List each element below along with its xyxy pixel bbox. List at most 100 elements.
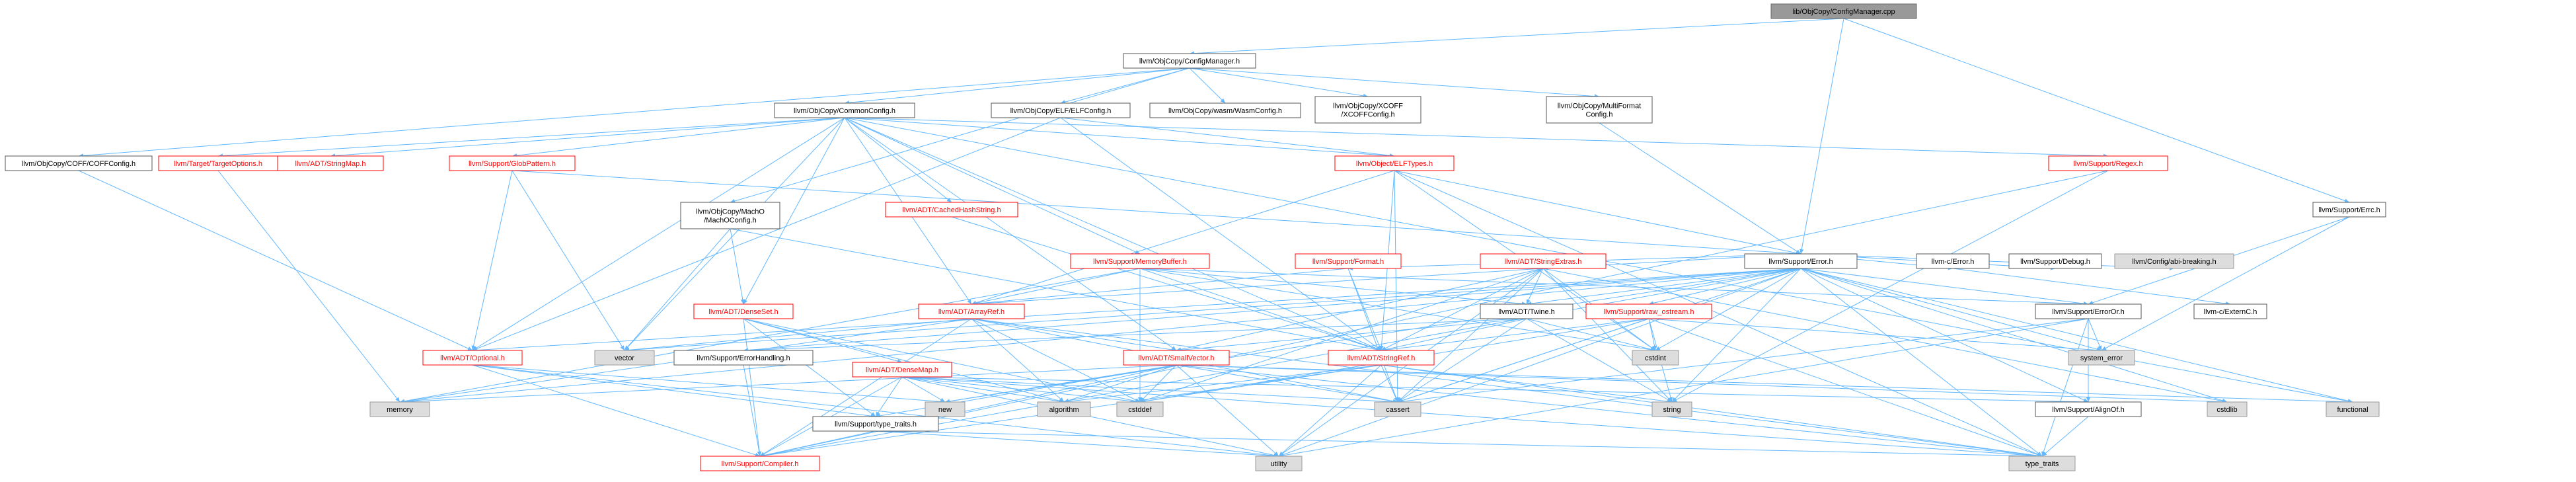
node-coff[interactable]: llvm/ObjCopy/COFF/COFFConfig.h xyxy=(5,155,153,171)
edge-rawos-to-cstdint xyxy=(1648,318,1656,351)
edge-elftypes-to-arrayref xyxy=(971,170,1395,305)
edge-membuf-to-erroror xyxy=(1139,268,2089,305)
node-label: llvm/ObjCopy/CommonConfig.h xyxy=(794,107,895,115)
edge-optional-to-compiler xyxy=(472,364,761,457)
node-box xyxy=(594,350,655,366)
node-algorithm[interactable]: algorithm xyxy=(1037,401,1091,417)
node-cstdint[interactable]: cstdint xyxy=(1632,350,1679,366)
node-string[interactable]: string xyxy=(1651,401,1692,417)
node-glob[interactable]: llvm/Support/GlobPattern.h xyxy=(449,155,576,171)
node-elfcfg[interactable]: llvm/ObjCopy/ELF/ELFConfig.h xyxy=(991,102,1131,118)
node-optional[interactable]: llvm/ADT/Optional.h xyxy=(422,350,523,366)
node-common[interactable]: llvm/ObjCopy/CommonConfig.h xyxy=(774,102,915,118)
edge-smallvec-to-cstddef xyxy=(1139,364,1177,403)
edge-regex-to-string xyxy=(1671,170,2109,403)
node-stringref[interactable]: llvm/ADT/StringRef.h xyxy=(1328,350,1435,366)
edge-stringref-to-cassert xyxy=(1381,364,1398,403)
edge-cm-to-common xyxy=(844,67,1190,104)
edge-arrowhead xyxy=(2102,346,2107,350)
edge-membuf-to-arrayref xyxy=(971,268,1141,305)
edge-smallvec-to-memory xyxy=(399,364,1177,403)
node-cm[interactable]: llvm/ObjCopy/ConfigManager.h xyxy=(1123,53,1256,69)
node-typetraits_h[interactable]: llvm/Support/type_traits.h xyxy=(812,416,939,432)
node-rawos[interactable]: llvm/Support/raw_ostream.h xyxy=(1585,303,1712,319)
node-cstddef[interactable]: cstddef xyxy=(1116,401,1164,417)
edge-arrowhead xyxy=(2042,452,2047,456)
edge-common-to-strmap xyxy=(330,117,845,157)
node-cerror[interactable]: llvm-c/Error.h xyxy=(1916,253,1990,269)
node-root[interactable]: lib/ObjCopy/ConfigManager.cpp xyxy=(1770,3,1917,19)
node-elftypes[interactable]: llvm/Object/ELFTypes.h xyxy=(1334,155,1455,171)
node-label: llvm/ObjCopy/MultiFormat xyxy=(1558,102,1642,110)
node-cstdlib[interactable]: cstdlib xyxy=(2207,401,2248,417)
node-xcoff[interactable]: llvm/ObjCopy/XCOFF/XCOFFConfig.h xyxy=(1314,96,1421,124)
edge-elfcfg-to-optional xyxy=(472,117,1061,351)
node-debug[interactable]: llvm/Support/Debug.h xyxy=(2008,253,2102,269)
node-memory[interactable]: memory xyxy=(369,401,430,417)
node-compiler[interactable]: llvm/Support/Compiler.h xyxy=(700,456,820,471)
node-abi[interactable]: llvm/Config/abi-breaking.h xyxy=(2114,253,2234,269)
edge-format-to-arrayref xyxy=(971,268,1349,305)
node-box xyxy=(422,350,523,366)
node-erroror[interactable]: llvm/Support/ErrorOr.h xyxy=(2035,303,2142,319)
node-target[interactable]: llvm/Target/TargetOptions.h xyxy=(158,155,278,171)
node-new[interactable]: new xyxy=(925,401,966,417)
node-box xyxy=(1037,401,1091,417)
edge-macho-to-vector xyxy=(624,228,731,351)
node-box xyxy=(2068,350,2135,366)
node-vector[interactable]: vector xyxy=(594,350,655,366)
node-strmap[interactable]: llvm/ADT/StringMap.h xyxy=(277,155,384,171)
node-error[interactable]: llvm/Support/Error.h xyxy=(1744,253,1858,269)
node-functional[interactable]: functional xyxy=(2326,401,2380,417)
node-typetraits[interactable]: type_traits xyxy=(2008,456,2076,471)
node-syserr[interactable]: system_error xyxy=(2068,350,2135,366)
node-smallvec[interactable]: llvm/ADT/SmallVector.h xyxy=(1123,350,1230,366)
node-label: cassert xyxy=(1386,406,1409,414)
node-macho[interactable]: llvm/ObjCopy/MachO/MachOConfig.h xyxy=(680,202,780,229)
node-label: llvm/Support/MemoryBuffer.h xyxy=(1093,258,1187,266)
node-box xyxy=(1916,253,1990,269)
edge-strext-to-cassert xyxy=(1397,268,1544,403)
edge-common-to-stringref xyxy=(844,117,1382,351)
node-cached[interactable]: llvm/ADT/CachedHashString.h xyxy=(885,202,1018,218)
node-errc[interactable]: llvm/Support/Errc.h xyxy=(2312,202,2386,218)
edge-arrowhead xyxy=(620,345,625,350)
edge-arrowhead xyxy=(1279,451,1284,456)
node-box xyxy=(1314,96,1421,124)
node-strext[interactable]: llvm/ADT/StringExtras.h xyxy=(1480,253,1607,269)
node-alignof[interactable]: llvm/Support/AlignOf.h xyxy=(2035,401,2142,417)
edge-arrayref-to-vector xyxy=(624,318,972,351)
node-arrayref[interactable]: llvm/ADT/ArrayRef.h xyxy=(918,303,1025,319)
edge-arrayref-to-algorithm xyxy=(971,318,1065,403)
node-cassert[interactable]: cassert xyxy=(1374,401,1421,417)
node-box xyxy=(1632,350,1679,366)
node-label: llvm/Support/Debug.h xyxy=(2020,258,2090,266)
node-regex[interactable]: llvm/Support/Regex.h xyxy=(2048,155,2168,171)
node-label: vector xyxy=(615,354,634,362)
edge-strext-to-arrayref xyxy=(971,268,1544,305)
edge-format-to-cassert xyxy=(1347,268,1398,403)
node-label: lib/ObjCopy/ConfigManager.cpp xyxy=(1792,8,1895,16)
node-label: /MachOConfig.h xyxy=(704,217,756,225)
edge-smallvec-to-compiler xyxy=(759,364,1177,457)
node-label: llvm/Support/raw_ostream.h xyxy=(1604,308,1694,316)
node-box xyxy=(5,155,153,171)
node-cextern[interactable]: llvm-c/ExternC.h xyxy=(2193,303,2267,319)
node-twine[interactable]: llvm/ADT/Twine.h xyxy=(1480,303,1573,319)
node-errhandling[interactable]: llvm/Support/ErrorHandling.h xyxy=(673,350,814,366)
node-wasmcfg[interactable]: llvm/ObjCopy/wasm/WasmConfig.h xyxy=(1149,102,1301,118)
node-membuf[interactable]: llvm/Support/MemoryBuffer.h xyxy=(1070,253,1210,269)
node-label: llvm/ADT/StringExtras.h xyxy=(1505,258,1582,266)
node-utility[interactable]: utility xyxy=(1255,456,1303,471)
node-format[interactable]: llvm/Support/Format.h xyxy=(1295,253,1402,269)
edge-elftypes-to-error xyxy=(1394,170,1801,255)
edge-membuf-to-cstdint xyxy=(1139,268,1656,351)
node-label: Config.h xyxy=(1586,111,1613,119)
edge-arrowhead xyxy=(757,451,761,456)
edge-glob-to-optional xyxy=(472,170,513,351)
edge-arrowhead xyxy=(1655,346,1661,350)
node-box xyxy=(1328,350,1435,366)
node-densemap[interactable]: llvm/ADT/DenseMap.h xyxy=(852,362,952,378)
node-denseset[interactable]: llvm/ADT/DenseSet.h xyxy=(693,303,794,319)
